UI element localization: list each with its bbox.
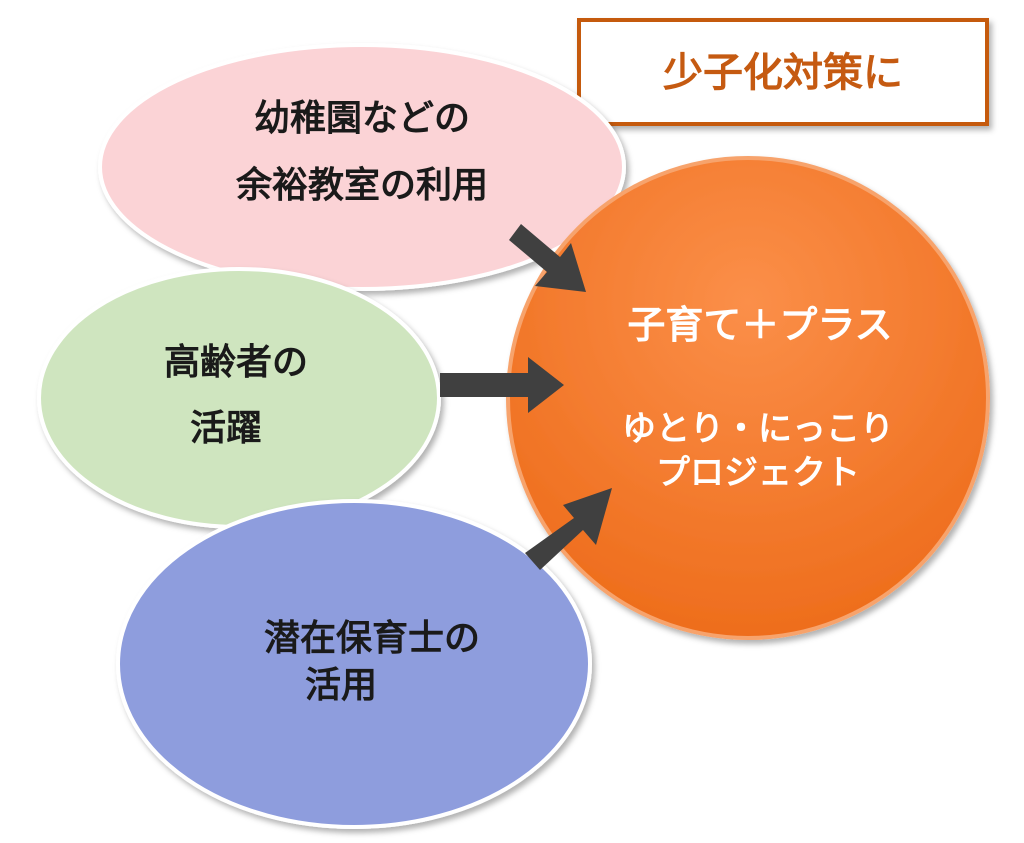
arrow-elderly bbox=[440, 357, 564, 413]
arrows bbox=[440, 224, 612, 570]
arrow-kindergarten bbox=[509, 224, 586, 292]
kindergarten-line2: 余裕教室の利用 bbox=[235, 164, 488, 206]
arrow-nursery bbox=[525, 488, 612, 570]
kindergarten-line1: 幼稚園などの bbox=[254, 98, 470, 139]
center-circle: 子育て＋プラス ゆとり・にっこり プロジェクト bbox=[506, 156, 990, 640]
ellipse-elderly: 高齢者の 活躍 bbox=[37, 267, 441, 529]
title-box: 少子化対策に bbox=[577, 18, 989, 126]
ellipse-nursery-staff: 潜在保育士の 活用 bbox=[116, 499, 592, 829]
nursery-line1: 潜在保育士の bbox=[264, 618, 480, 659]
title-text: 少子化対策に bbox=[663, 50, 903, 96]
elderly-line1: 高齢者の bbox=[164, 342, 308, 383]
center-line2: ゆとり・にっこり bbox=[622, 409, 894, 449]
nursery-line2: 活用 bbox=[305, 665, 377, 706]
elderly-line2: 活躍 bbox=[190, 408, 262, 449]
center-line1: 子育て＋プラス bbox=[627, 303, 892, 347]
center-line3: プロジェクト bbox=[656, 453, 860, 493]
ellipse-kindergarten: 幼稚園などの 余裕教室の利用 bbox=[98, 43, 626, 291]
